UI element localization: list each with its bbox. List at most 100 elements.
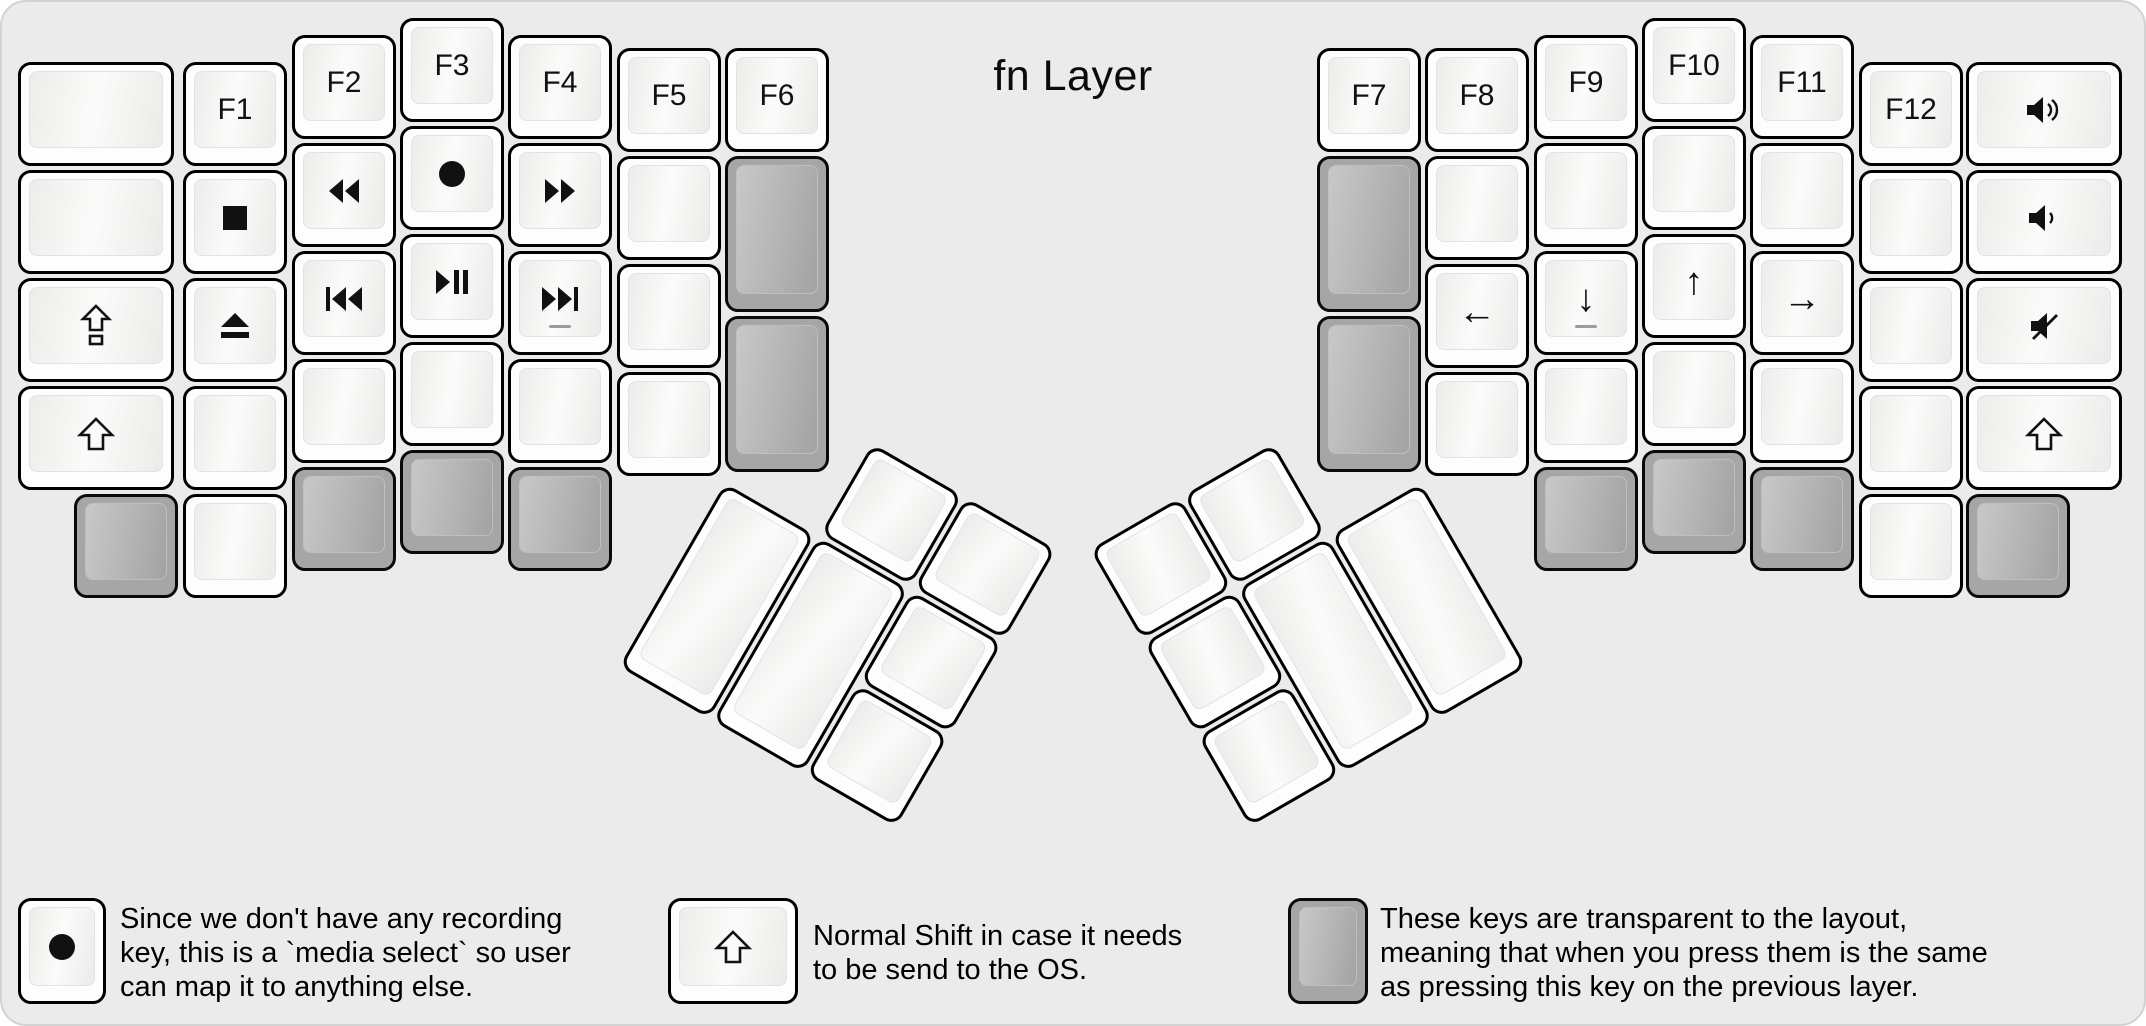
key-blank[interactable]: [617, 264, 721, 368]
shift-icon: [713, 929, 753, 965]
key-blank[interactable]: [183, 494, 287, 598]
keycap-top: [1328, 165, 1410, 294]
legend-line: These keys are transparent to the layout…: [1380, 903, 1908, 935]
keycap-top: [303, 152, 385, 229]
keycap-top: [1870, 503, 1952, 580]
keycap-top: F5: [628, 57, 710, 134]
key-f2[interactable]: F2: [292, 35, 396, 139]
key-transparent[interactable]: [725, 156, 829, 312]
key-blank[interactable]: [1750, 359, 1854, 463]
key-f5[interactable]: F5: [617, 48, 721, 152]
key-blank[interactable]: [1859, 278, 1963, 382]
key-next-track[interactable]: [508, 251, 612, 355]
key-transparent[interactable]: [74, 494, 178, 598]
key-transparent[interactable]: [1966, 494, 2070, 598]
keycap-top: [194, 179, 276, 256]
keycap-top: →: [1761, 260, 1843, 337]
key-transparent[interactable]: [1642, 450, 1746, 554]
key-blank[interactable]: [18, 62, 174, 166]
key-arrow-right[interactable]: →: [1750, 251, 1854, 355]
stop-icon: [222, 205, 248, 231]
key-f4[interactable]: F4: [508, 35, 612, 139]
key-f11[interactable]: F11: [1750, 35, 1854, 139]
mute-icon: [2026, 310, 2062, 342]
keycap-top: [519, 476, 601, 553]
key-blank[interactable]: [1642, 342, 1746, 446]
key-mute[interactable]: [1966, 278, 2122, 382]
key-f8[interactable]: F8: [1425, 48, 1529, 152]
key-blank[interactable]: [1642, 126, 1746, 230]
key-f1[interactable]: F1: [183, 62, 287, 166]
key-f12[interactable]: F12: [1859, 62, 1963, 166]
key-caps-lock[interactable]: [18, 278, 174, 382]
keycap-top: [29, 395, 163, 472]
key-transparent[interactable]: [1534, 467, 1638, 571]
key-blank[interactable]: [1859, 170, 1963, 274]
key-blank[interactable]: [1750, 143, 1854, 247]
legend-text-normal-shift: Normal Shift in case it needs to be send…: [813, 919, 1182, 987]
key-blank[interactable]: [400, 342, 504, 446]
key-f7[interactable]: F7: [1317, 48, 1421, 152]
key-blank[interactable]: [508, 359, 612, 463]
key-eject[interactable]: [183, 278, 287, 382]
key-play-pause[interactable]: [400, 234, 504, 338]
key-transparent[interactable]: [400, 450, 504, 554]
key-label: F1: [217, 92, 253, 126]
key-transparent[interactable]: [292, 467, 396, 571]
key-fast-forward[interactable]: [508, 143, 612, 247]
homing-dash: [1575, 325, 1597, 328]
key-f10[interactable]: F10: [1642, 18, 1746, 122]
key-transparent[interactable]: [508, 467, 612, 571]
keycap-top: F8: [1436, 57, 1518, 134]
shift-icon: [76, 416, 116, 452]
rewind-icon: [327, 177, 361, 205]
legend-line: as pressing this key on the previous lay…: [1380, 971, 1919, 1003]
key-blank[interactable]: [1859, 386, 1963, 490]
keycap-top: [29, 179, 163, 256]
key-blank[interactable]: [617, 156, 721, 260]
key-blank[interactable]: [1425, 156, 1529, 260]
keycap-top: [736, 165, 818, 294]
keycap-top: F11: [1761, 44, 1843, 121]
key-transparent[interactable]: [1750, 467, 1854, 571]
key-arrow-up[interactable]: ↑: [1642, 234, 1746, 338]
keycap-top: [1653, 135, 1735, 212]
key-f9[interactable]: F9: [1534, 35, 1638, 139]
keycap-top: [29, 71, 163, 148]
keycap-top: [1870, 179, 1952, 256]
key-blank[interactable]: [1534, 359, 1638, 463]
key-label: F4: [542, 65, 578, 99]
key-blank[interactable]: [1534, 143, 1638, 247]
key-blank[interactable]: [617, 372, 721, 476]
key-blank[interactable]: [292, 359, 396, 463]
key-stop[interactable]: [183, 170, 287, 274]
key-prev-track[interactable]: [292, 251, 396, 355]
key-f3[interactable]: F3: [400, 18, 504, 122]
key-volume-down[interactable]: [1966, 170, 2122, 274]
keycap-top: [1436, 381, 1518, 458]
key-transparent[interactable]: [725, 316, 829, 472]
caps-lock-icon: [78, 303, 114, 348]
key-transparent[interactable]: [1317, 156, 1421, 312]
key-shift-left[interactable]: [18, 386, 174, 490]
keycap-top: [411, 135, 493, 212]
key-arrow-left[interactable]: ←: [1425, 264, 1529, 368]
key-rewind[interactable]: [292, 143, 396, 247]
key-f6[interactable]: F6: [725, 48, 829, 152]
key-blank[interactable]: [1425, 372, 1529, 476]
key-shift-right[interactable]: [1966, 386, 2122, 490]
eject-icon: [219, 312, 251, 340]
key-blank[interactable]: [183, 386, 287, 490]
key-transparent[interactable]: [1317, 316, 1421, 472]
keycap-top: [85, 503, 167, 580]
record-icon: [47, 932, 77, 962]
key-record[interactable]: [400, 126, 504, 230]
key-blank[interactable]: [18, 170, 174, 274]
key-arrow-down[interactable]: ↓: [1534, 251, 1638, 355]
keycap-top: F12: [1870, 71, 1952, 148]
key-volume-up[interactable]: [1966, 62, 2122, 166]
key-blank[interactable]: [1859, 494, 1963, 598]
legend-line: can map it to anything else.: [120, 971, 474, 1003]
key-label: F5: [651, 78, 687, 112]
keycap-top: ←: [1436, 273, 1518, 350]
